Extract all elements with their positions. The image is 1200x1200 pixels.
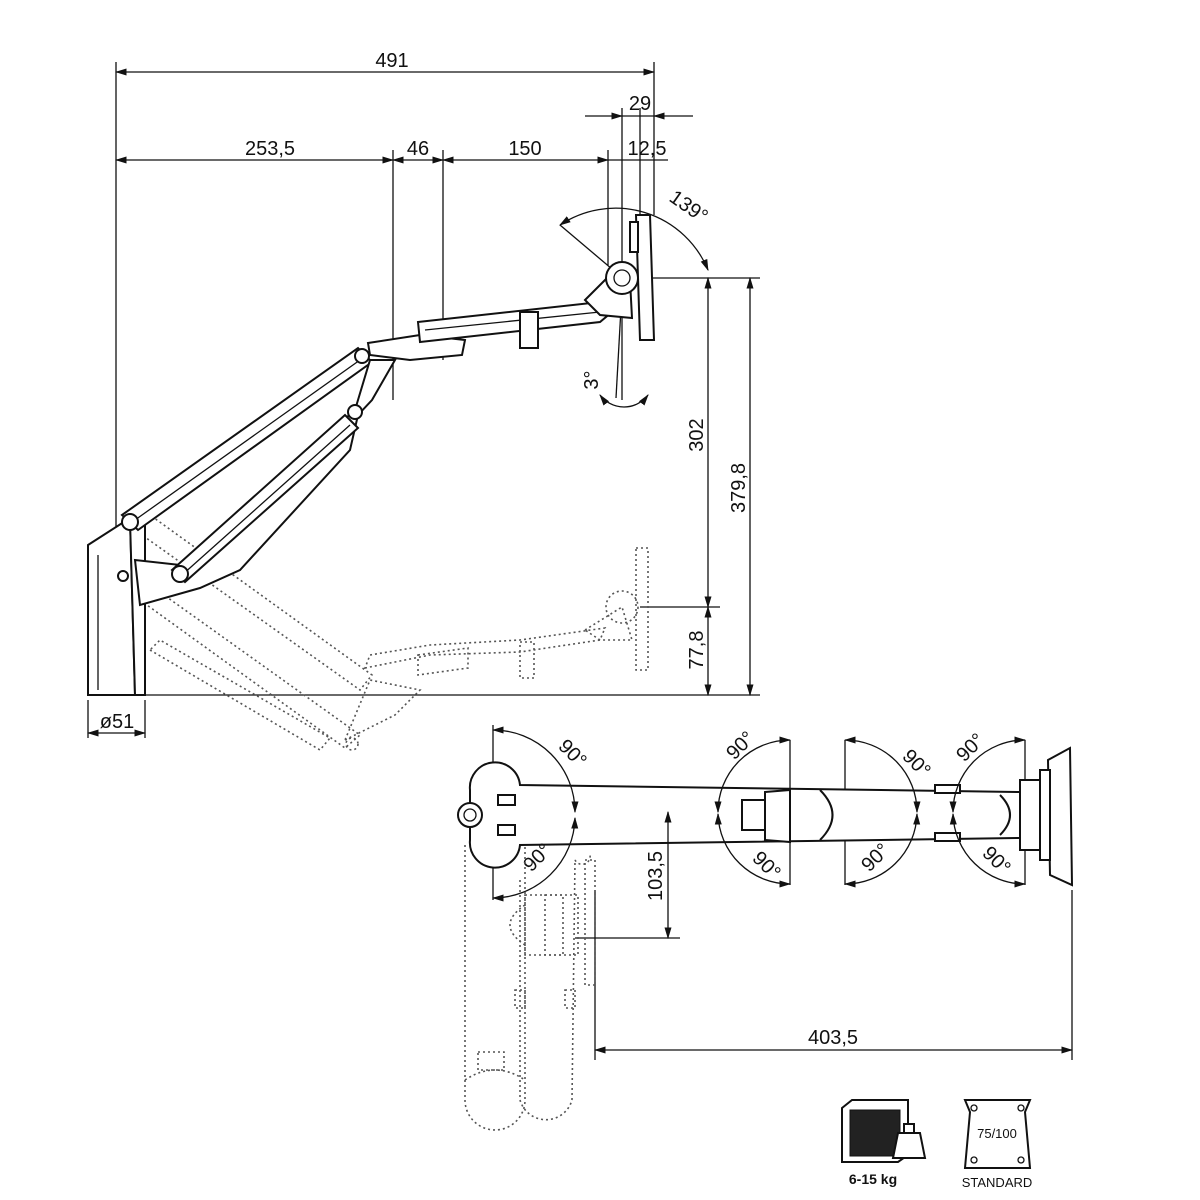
angle-label: 90°: [898, 745, 935, 782]
dim-head-depth: 29: [629, 93, 651, 115]
side-view: 491 29 253,5 46 150 12,5 139°: [86, 50, 760, 752]
vesa-badge: 75/100 STANDARD: [962, 1099, 1033, 1190]
extension-lines: [87, 62, 760, 738]
angle-label: 90°: [978, 842, 1015, 879]
dim-tilt-angle: 139°: [665, 186, 712, 228]
dim-max-height: 379,8: [728, 463, 750, 513]
dim-403-5: 403,5: [593, 1027, 1074, 1054]
dim-base-offset: 253,5: [245, 138, 295, 160]
weight-label: 6-15 kg: [849, 1171, 897, 1187]
badges: 6-15 kg 75/100 STANDARD: [841, 1099, 1033, 1190]
angle-label: 90°: [554, 735, 591, 772]
angle-label: 90°: [722, 727, 759, 764]
rotation-arcs: [491, 726, 1027, 902]
angle-label: 90°: [748, 847, 785, 884]
dim-offset: 103,5: [645, 851, 667, 901]
dim-base: ø51: [86, 711, 147, 737]
vesa-label: 75/100: [977, 1126, 1017, 1141]
lower-arm: [133, 359, 397, 607]
dim-lift-range: 302: [686, 418, 708, 451]
dim-29: 29: [585, 93, 693, 120]
angle-label: 90°: [857, 839, 894, 876]
dim-joint-gap: 46: [407, 138, 429, 160]
dim-vertical: 302 379,8 77,8: [686, 276, 754, 697]
tilt-head: [583, 214, 656, 341]
folded-arm-ghost: [464, 845, 596, 1131]
desk-clamp: [87, 516, 146, 696]
dim-small-angle-text: 3°: [581, 370, 603, 389]
dim-row-2: 253,5 46 150 12,5: [114, 138, 668, 164]
top-view: 90° 90° 90° 90° 90° 90° 90° 90° 103,5: [457, 725, 1074, 1131]
forearm: [366, 300, 614, 362]
dim-491: 491: [114, 50, 656, 76]
weight-icon: [891, 1123, 927, 1159]
dim-103-5: 103,5: [645, 810, 672, 940]
top-extension-lines: [492, 725, 1073, 1060]
dim-total-width: 491: [375, 50, 408, 72]
dim-low-height: 77,8: [686, 631, 708, 670]
dim-reach: 403,5: [808, 1027, 858, 1049]
dim-base-diameter: ø51: [100, 711, 134, 733]
angle-label: 90°: [952, 729, 989, 766]
weight-badge: 6-15 kg: [841, 1099, 927, 1187]
dim-forearm: 150: [508, 138, 541, 160]
dim-head-offset: 12,5: [628, 138, 667, 160]
vesa-caption: STANDARD: [962, 1175, 1033, 1190]
vesa-icon: [970, 1104, 1025, 1164]
